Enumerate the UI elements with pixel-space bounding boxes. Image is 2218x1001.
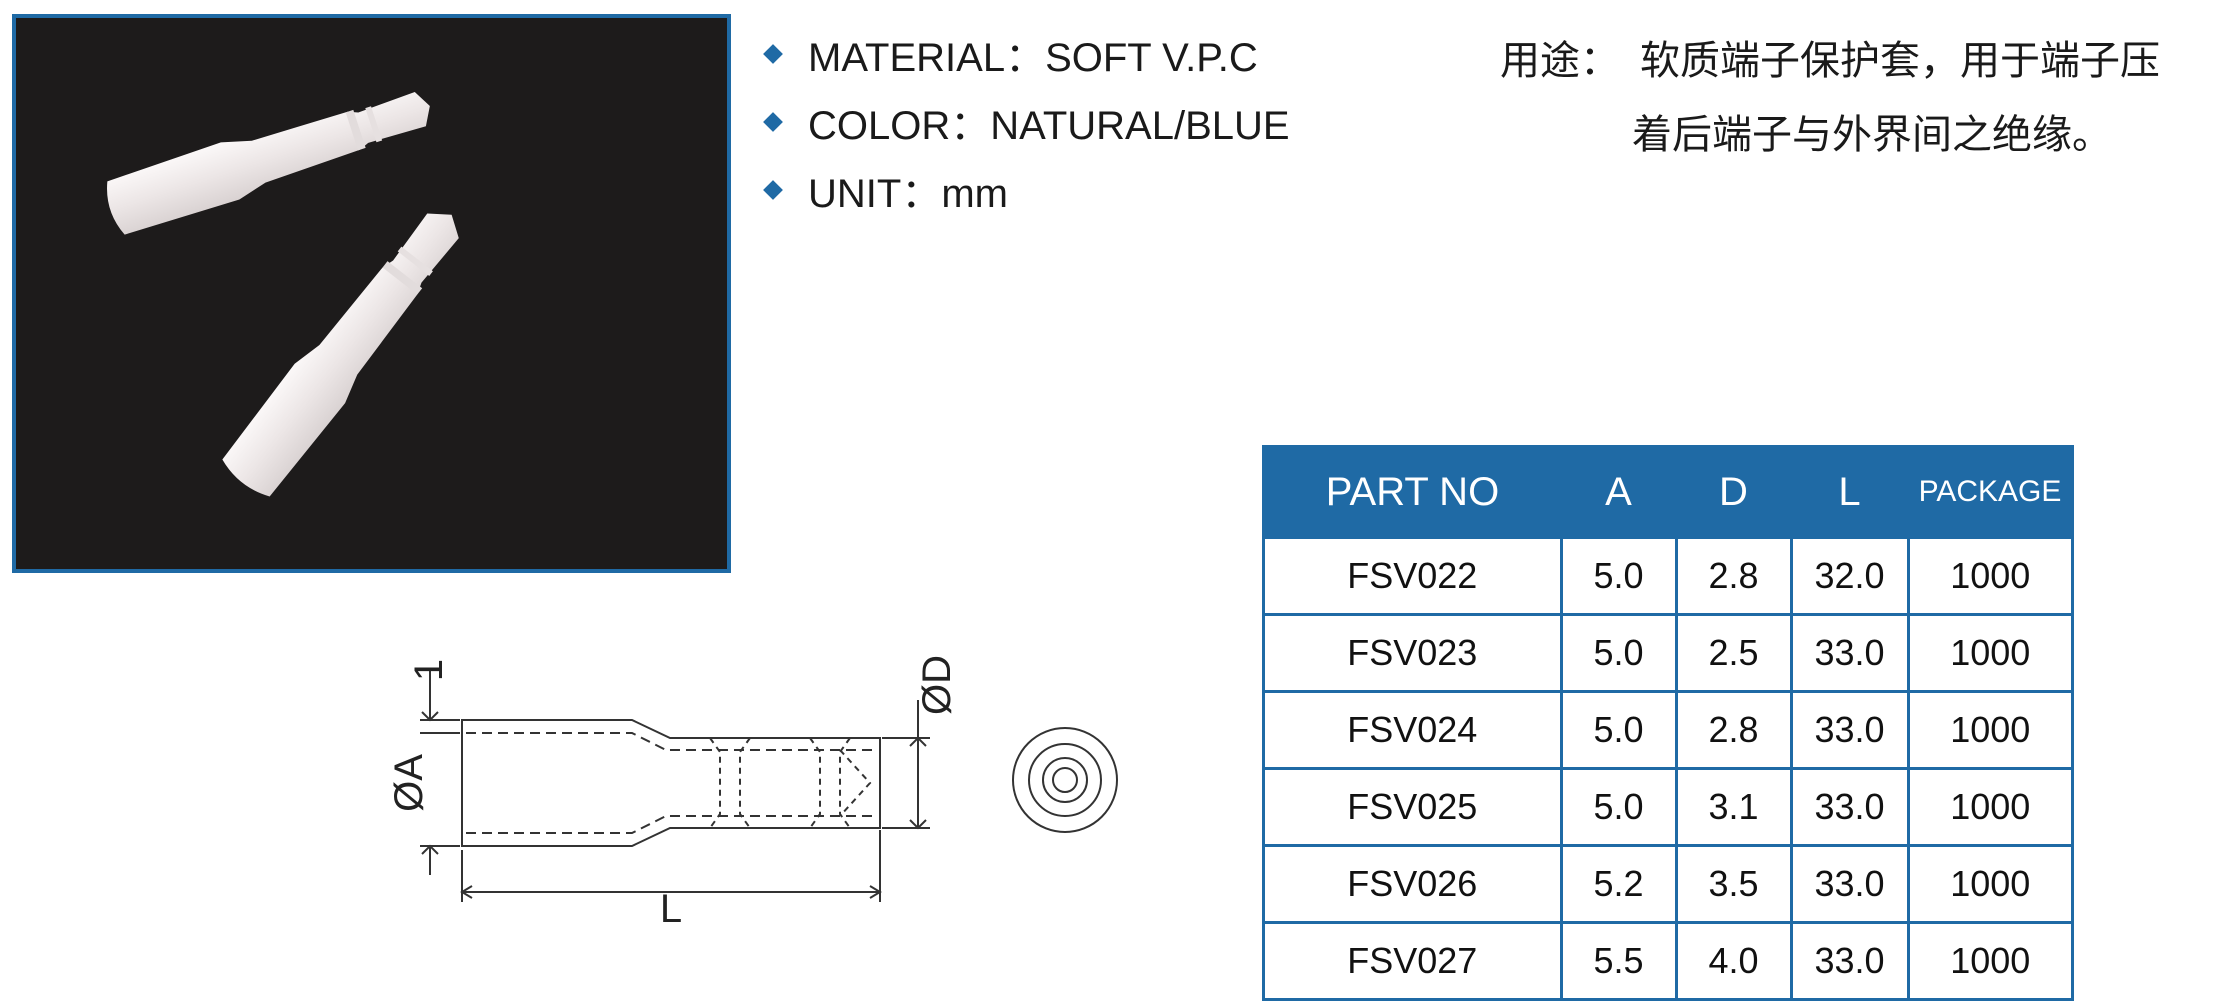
sleeve-upper [107,91,430,235]
cell-a: 5.0 [1559,613,1678,693]
cell-l: 33.0 [1789,613,1910,693]
cell-l: 32.0 [1789,536,1910,616]
cell-part-no: FSV023 [1262,613,1563,693]
cell-d: 2.5 [1674,613,1793,693]
table-row: FSV023 5.0 2.5 33.0 1000 [1262,613,2074,693]
cell-d: 2.8 [1674,536,1793,616]
spec-color: COLOR：NATURAL/BLUE [758,88,1290,156]
cell-package: 1000 [1906,536,2074,616]
usage-label: 用途： [1500,38,1620,84]
header-a: A [1560,446,1676,538]
spec-unit-text: UNIT：mm [808,172,1008,216]
dimension-l-label: L [660,887,682,930]
cell-a: 5.0 [1559,536,1678,616]
cell-package: 1000 [1906,613,2074,693]
cell-l: 33.0 [1789,921,1910,1001]
header-l: L [1790,446,1908,538]
table-row: FSV026 5.2 3.5 33.0 1000 [1262,844,2074,924]
diamond-bullet-icon [763,112,783,132]
diamond-bullet-icon [763,180,783,200]
cell-package: 1000 [1906,921,2074,1001]
sleeve-photo-illustration [107,91,459,497]
cell-l: 33.0 [1789,767,1910,847]
usage-line-1: 软质端子保护套，用于端子压 [1640,38,2160,84]
cell-part-no: FSV022 [1262,536,1563,616]
dimension-thickness-label: 1 [407,659,451,681]
spec-unit: UNIT：mm [758,156,1290,224]
dimension-a-label: ØA [387,754,431,812]
dimension-drawing: 1 ØA ØD L [387,655,1118,931]
cell-package: 1000 [1906,844,2074,924]
cell-d: 2.8 [1674,690,1793,770]
cell-a: 5.2 [1559,844,1678,924]
table-row: FSV025 5.0 3.1 33.0 1000 [1262,767,2074,847]
diamond-bullet-icon [763,44,783,64]
sleeve-lower [222,213,459,497]
header-part-no: PART NO [1262,446,1561,538]
usage-line-2: 着后端子与外界间之绝缘。 [1632,112,2112,158]
cell-d: 3.1 [1674,767,1793,847]
usage-description: 用途： 软质端子保护套，用于端子压 着后端子与外界间之绝缘。 [1500,24,2160,172]
cell-l: 33.0 [1789,690,1910,770]
cell-a: 5.5 [1559,921,1678,1001]
cell-d: 4.0 [1674,921,1793,1001]
table-header-row: PART NO A D L PACKAGE [1262,446,2073,538]
cell-part-no: FSV025 [1262,767,1563,847]
header-d: D [1675,446,1791,538]
table-row: FSV027 5.5 4.0 33.0 1000 [1262,921,2074,1001]
header-package: PACKAGE [1907,446,2073,538]
cell-a: 5.0 [1559,767,1678,847]
table-row: FSV022 5.0 2.8 32.0 1000 [1262,536,2074,616]
cell-part-no: FSV024 [1262,690,1563,770]
spec-material: MATERIAL：SOFT V.P.C [758,20,1290,88]
cell-l: 33.0 [1789,844,1910,924]
cell-package: 1000 [1906,690,2074,770]
dimension-d-label: ØD [915,655,959,715]
cell-a: 5.0 [1559,690,1678,770]
part-table: PART NO A D L PACKAGE FSV022 5.0 2.8 32.… [1262,445,2074,1001]
cell-part-no: FSV027 [1262,921,1563,1001]
technical-drawing: 1 ØA ØD L [370,630,1150,931]
product-photo [12,14,731,573]
spec-color-text: COLOR：NATURAL/BLUE [808,104,1290,148]
cell-part-no: FSV026 [1262,844,1563,924]
cell-package: 1000 [1906,767,2074,847]
cell-d: 3.5 [1674,844,1793,924]
spec-material-text: MATERIAL：SOFT V.P.C [808,36,1258,80]
table-row: FSV024 5.0 2.8 33.0 1000 [1262,690,2074,770]
spec-list: MATERIAL：SOFT V.P.C COLOR：NATURAL/BLUE U… [758,20,1290,224]
